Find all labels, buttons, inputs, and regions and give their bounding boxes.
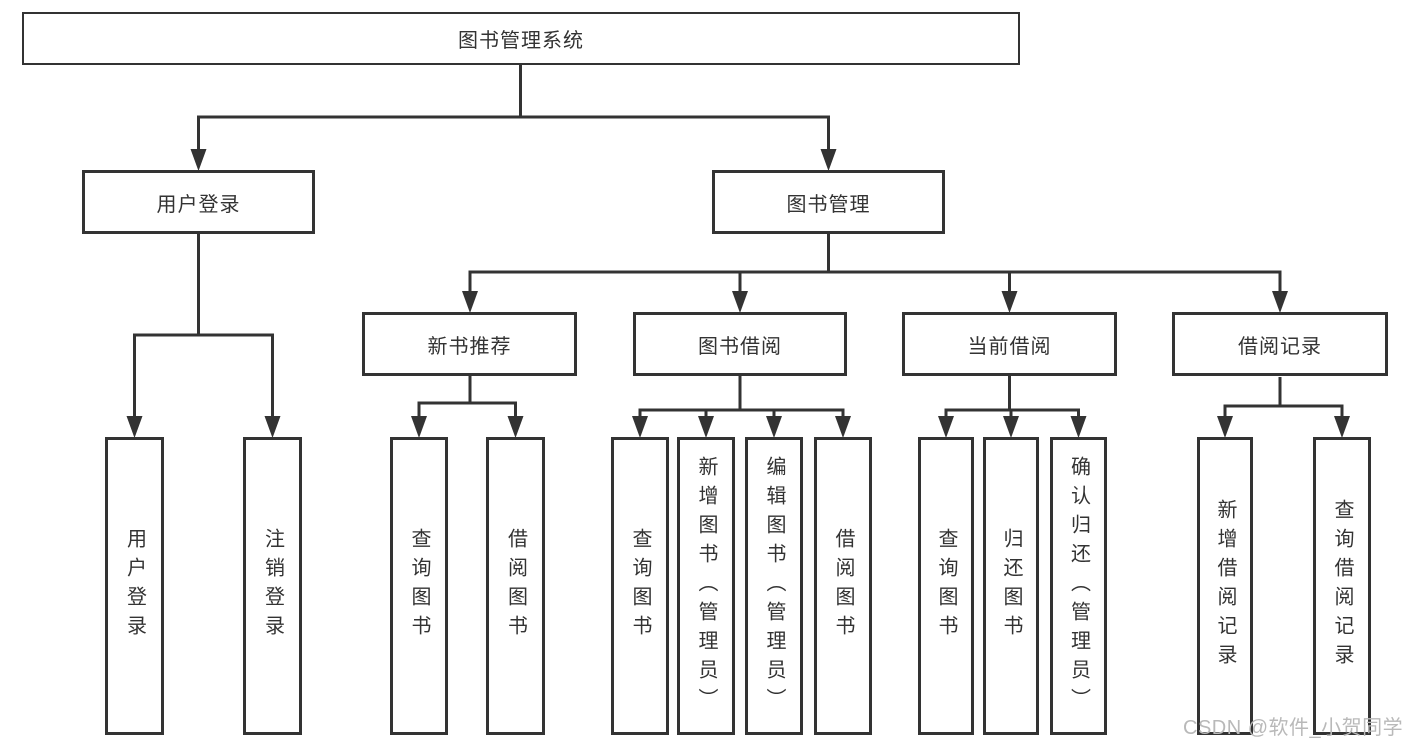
node-confirm-return-admin: 确认归还（管理员）: [1050, 437, 1107, 735]
node-label: 查询图书: [408, 528, 430, 644]
node-label: 用户登录: [156, 193, 241, 216]
node-label: 查询借阅记录: [1331, 499, 1353, 673]
node-return-book: 归还图书: [983, 437, 1039, 735]
node-user-login: 用户登录: [82, 170, 315, 234]
node-query-books-2: 查询图书: [611, 437, 669, 735]
node-label: 图书管理系统: [458, 30, 584, 52]
node-user-login-leaf: 用户登录: [105, 437, 164, 735]
node-add-book-admin: 新增图书（管理员）: [677, 437, 735, 735]
node-label: 图书借阅: [698, 335, 782, 358]
node-borrow-books-1: 借阅图书: [486, 437, 545, 735]
node-label: 新增图书（管理员）: [695, 455, 717, 717]
node-label: 借阅图书: [832, 528, 854, 644]
node-label: 新增借阅记录: [1214, 499, 1236, 673]
csdn-watermark: CSDN @软件_小贺同学: [1183, 717, 1404, 739]
node-query-borrow-record: 查询借阅记录: [1313, 437, 1371, 735]
node-add-borrow-record: 新增借阅记录: [1197, 437, 1253, 735]
node-label: 当前借阅: [967, 335, 1052, 358]
node-label: 查询图书: [935, 528, 957, 644]
node-current-borrow: 当前借阅: [902, 312, 1117, 376]
node-label: 借阅记录: [1238, 335, 1322, 358]
node-label: 图书管理: [786, 193, 871, 216]
node-label: 查询图书: [629, 528, 651, 644]
node-label: 编辑图书（管理员）: [763, 455, 785, 717]
node-edit-book-admin: 编辑图书（管理员）: [745, 437, 803, 735]
node-library-management-system: 图书管理系统: [22, 12, 1020, 65]
node-label: 借阅图书: [504, 528, 527, 644]
node-label: 新书推荐: [427, 335, 512, 358]
node-query-books-3: 查询图书: [918, 437, 974, 735]
node-borrow-record: 借阅记录: [1172, 312, 1388, 376]
node-borrow-books-2: 借阅图书: [814, 437, 872, 735]
node-label: 归还图书: [1000, 528, 1022, 644]
node-logout: 注销登录: [243, 437, 302, 735]
node-label: 注销登录: [261, 528, 284, 644]
node-book-borrow: 图书借阅: [633, 312, 847, 376]
node-book-management: 图书管理: [712, 170, 945, 234]
node-new-book-recommend: 新书推荐: [362, 312, 577, 376]
node-query-books-1: 查询图书: [390, 437, 448, 735]
node-label: 用户登录: [123, 528, 146, 644]
node-label: 确认归还（管理员）: [1067, 455, 1090, 717]
